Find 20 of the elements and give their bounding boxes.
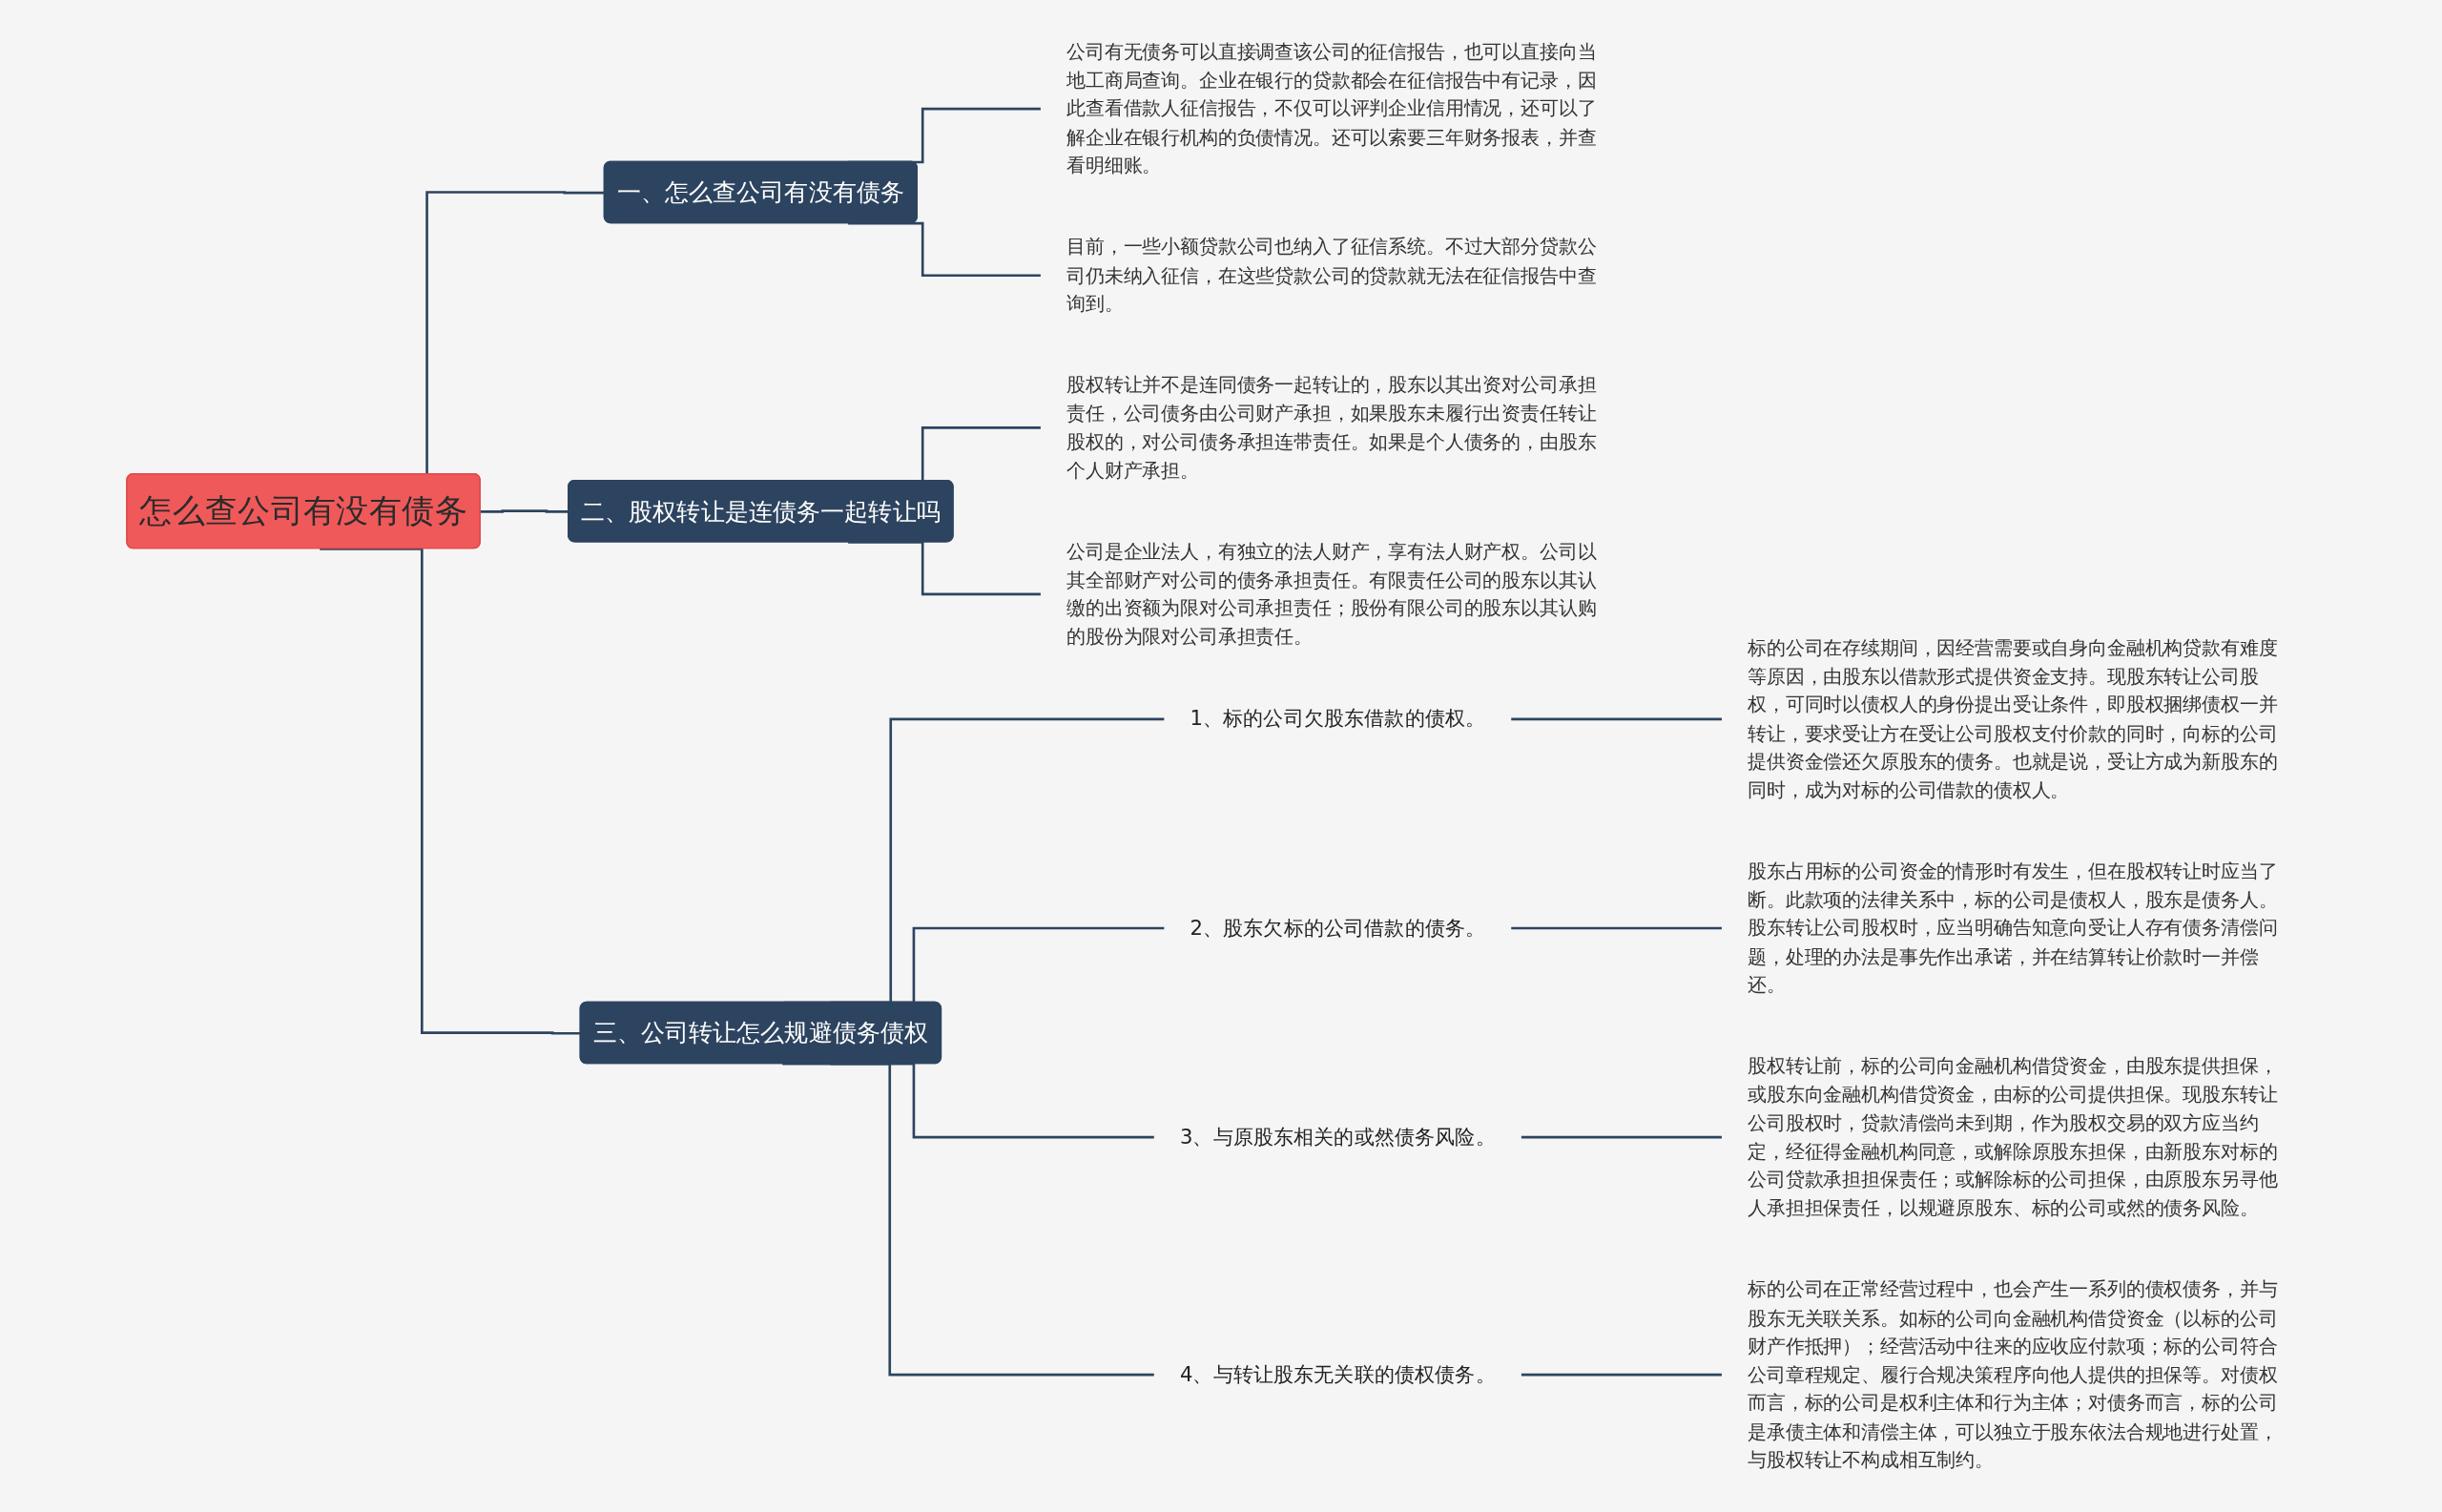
node-text: 2、股东欠标的公司借款的债务。 xyxy=(1190,915,1486,940)
node-text: 公司有无债务可以直接调查该公司的征信报告，也可以直接向当地工商局查询。企业在银行的贷款都会在征信报告中有记录，因此查看借款人征信报告，不仅可以评判企业信用情况，还可以了解企业在银行机构的负债情况。还可以索要三年财务报表，并查看明细账。 xyxy=(1066,40,1597,177)
connector xyxy=(1510,926,1723,930)
node-text: 4、与转让股东无关联的债权债务。 xyxy=(1179,1361,1496,1386)
connector xyxy=(848,221,1042,278)
connector xyxy=(320,548,581,1035)
connector xyxy=(848,541,1042,596)
node-text: 标的公司在存续期间，因经营需要或自身向金融机构贷款有难度等原因，由股东以借款形式提供资金支持。现股东转让公司股权，可同时以债权人的身份提出受让条件，即股权捆绑债权一并转让，要求受让方在受让公司股权支付价款的同时，向标的公司提供资金偿还欠原股东的债务。也就是说，受让方成为新股东的同时，成为对标的公司借款的债权人。 xyxy=(1748,636,2278,801)
node-text: 股权转让前，标的公司向金融机构借贷资金，由股东提供担保，或股东向金融机构借贷资金，由标的公司提供担保。现股东转让公司股权时，贷款清偿尚未到期，作为股权交易的双方应当约定，经征得金融机构同意，或解除原股东担保，由新股东对标的公司贷款承担担保责任；或解除标的公司担保，由原股东另寻他人承担担保责任，以规避原股东、标的公司或然的债务风险。 xyxy=(1748,1054,2278,1220)
node-text: 3、与原股东相关的或然债务风险。 xyxy=(1179,1124,1496,1150)
connector xyxy=(1510,717,1723,721)
node-text: 股权转让并不是连同债务一起转让的，股东以其出资对公司承担责任，公司债务由公司财产承担，如果股东未履行出资责任转让股权的，对公司债务承担连带责任。如果是个人债务的，由股东个人财产承担。 xyxy=(1066,373,1597,482)
node-text: 标的公司在正常经营过程中，也会产生一系列的债权债务，并与股东无关联关系。如标的公司向金融机构借贷资金（以标的公司财产作抵押）；经营活动中往来的应收应付款项；标的公司符合公司章程规定、履行合规决策程序向他人提供的担保等。对债权而言，标的公司是权利主体和行为主体；对债务而言，标的公司是承债主体和清偿主体，可以独立于股东依法合规地进行处置，与股权转让不构成相互制约。 xyxy=(1748,1277,2278,1471)
connector xyxy=(782,1063,1155,1377)
node-text: 公司是企业法人，有独立的法人财产，享有法人财产权。公司以其全部财产对公司的债务承担责任。有限责任公司的股东以其认缴的出资额为限对公司承担责任；股份有限公司的股东以其认购的股份为限对公司承担责任。 xyxy=(1066,540,1597,649)
node-text: 股东占用标的公司资金的情形时有发生，但在股权转让时应当了断。此款项的法律关系中，标的公司是债权人，股东是债务人。股东转让公司股权时，应当明确告知意向受让人存有债务清偿问题，处理的办法是事先作出承诺，并在结算转让价款时一并偿还。 xyxy=(1748,860,2278,997)
node-text: 目前，一些小额贷款公司也纳入了征信系统。不过大部分贷款公司仍未纳入征信，在这些贷款公司的贷款就无法在征信报告中查询到。 xyxy=(1066,235,1597,316)
connector xyxy=(1521,1373,1723,1377)
connector xyxy=(1521,1135,1723,1139)
node-text: 1、标的公司欠股东借款的债权。 xyxy=(1190,706,1486,731)
